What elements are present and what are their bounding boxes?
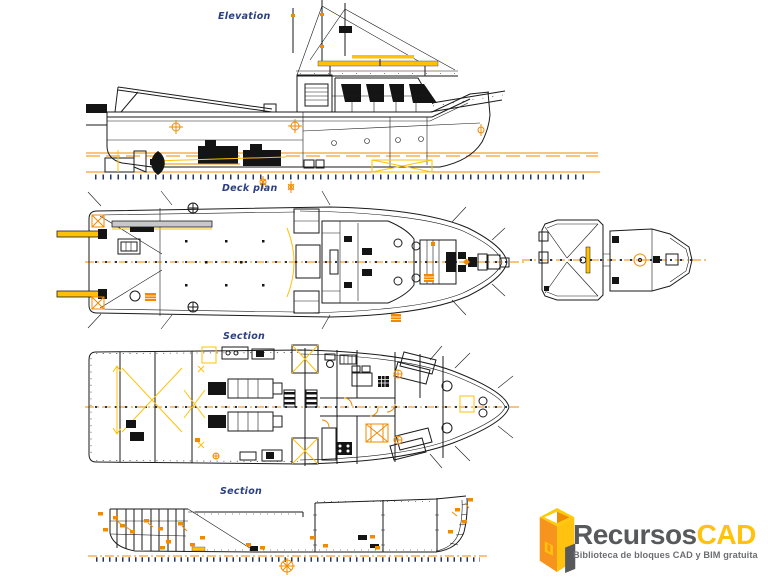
ladder [283,389,296,408]
brand-accent: CAD [696,519,757,550]
section-plan-view [85,344,520,469]
deck-plan-view [56,190,524,330]
bow-whiskers [429,345,514,469]
hull-plan-lower [88,348,510,466]
wheelhouse-top [538,219,604,301]
centre-symbol [279,558,295,575]
hull-side [106,91,491,168]
engine-machinery [104,140,433,175]
tow-winch [411,239,457,285]
mooring-whiskers [87,190,506,330]
mast-rigging [291,0,456,76]
baseline [88,555,487,562]
workshop-items [195,346,283,462]
wheelhouse-plan [321,220,415,304]
elevation-view [86,0,600,193]
view-label-section-profile: Section [220,486,263,497]
tank-marks [112,344,319,465]
windlass [458,252,488,272]
superstructure [296,70,506,113]
superstructure-top-view [522,219,708,301]
draft-marks [169,119,485,193]
brand-tagline: Biblioteca de bloques CAD y BIM gratuita [573,550,758,560]
brand-primary: Recursos [573,519,697,550]
stern-crane [86,86,277,126]
section-profile-view [88,495,487,575]
accommodation [320,350,488,464]
annotations [98,498,473,575]
orange-glyph [145,293,156,301]
view-label-deck-plan: Deck plan [222,183,278,194]
casing-top [603,228,693,292]
ladder [305,389,318,408]
deck-equipment [56,202,510,322]
brand-name: RecursosCAD [573,521,758,549]
logo-cube-icon [539,508,576,573]
view-label-elevation: Elevation [218,11,271,22]
view-label-section-plan: Section [223,331,266,342]
deck-sockets [185,240,265,287]
fairleads [187,202,199,313]
orange-glyph [391,314,401,322]
engines-plan [208,378,318,432]
logo-text: RecursosCAD Biblioteca de bloques CAD y … [573,521,758,561]
hull-structure [109,495,468,553]
orange-glyph [424,274,434,282]
recursoscad-logo[interactable]: RecursosCAD Biblioteca de bloques CAD y … [539,505,768,575]
